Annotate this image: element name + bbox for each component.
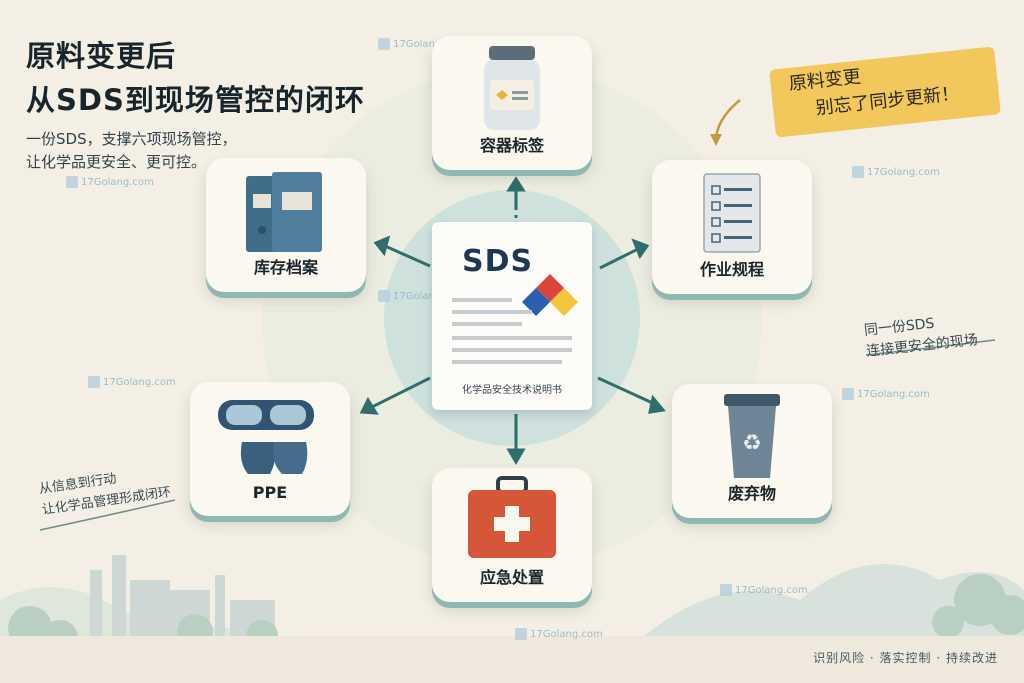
watermark-icon — [852, 166, 864, 178]
subtitle-line-1: 一份SDS，支撑六项现场管控， — [26, 130, 237, 148]
sds-content-icon — [452, 274, 578, 364]
page-title: 原料变更后 从SDS到现场管控的闭环 — [26, 34, 365, 122]
watermark-icon — [720, 584, 732, 596]
watermark: 17Golang.com — [842, 388, 930, 400]
page-subtitle: 一份SDS，支撑六项现场管控， 让化学品更安全、更可控。 — [26, 128, 237, 174]
watermark: 17Golang.com — [720, 584, 808, 596]
watermark: 17Golang.com — [66, 176, 154, 188]
card-container-label[interactable]: 容器标签 — [432, 36, 592, 170]
recycle-bin-icon: ♻ — [724, 394, 780, 478]
watermark: 17Golang.com — [378, 290, 466, 302]
card-waste-label: 废弃物 — [727, 484, 776, 503]
binder-icon — [246, 172, 322, 252]
arrow-waste — [597, 376, 658, 407]
watermark-icon — [378, 38, 390, 50]
arrow-inventory — [384, 244, 431, 268]
card-operating-procedure[interactable]: 作业规程 — [652, 160, 812, 294]
watermark-icon — [842, 388, 854, 400]
watermark: 17Golang.com — [852, 166, 940, 178]
watermark: 17Golang.com — [88, 376, 176, 388]
card-ppe-label: PPE — [252, 483, 288, 502]
svg-text:♻: ♻ — [742, 431, 762, 456]
card-emergency-label: 应急处置 — [479, 568, 544, 587]
sds-caption: 化学品安全技术说明书 — [462, 385, 562, 396]
card-procedure-label: 作业规程 — [699, 260, 764, 279]
footer-tagline: 识别风险 · 落实控制 · 持续改进 — [813, 651, 998, 665]
watermark: 17Golang.com — [378, 38, 466, 50]
card-inventory-records[interactable]: 库存档案 — [206, 158, 366, 292]
subtitle-line-2: 让化学品更安全、更可控。 — [26, 153, 207, 171]
watermark: 17Golang.com — [515, 628, 603, 640]
card-ppe[interactable]: PPE — [190, 382, 350, 516]
card-emergency[interactable]: 应急处置 — [432, 468, 592, 602]
card-inventory-label: 库存档案 — [253, 258, 318, 277]
watermark-icon — [88, 376, 100, 388]
watermark-icon — [378, 290, 390, 302]
jar-icon — [484, 46, 540, 130]
card-waste[interactable]: ♻ 废弃物 — [672, 384, 832, 518]
arrow-ppe — [371, 376, 431, 409]
card-container-label-text: 容器标签 — [479, 136, 544, 155]
goggles-gloves-icon — [218, 400, 314, 474]
watermark-icon — [66, 176, 78, 188]
watermark-icon — [515, 628, 527, 640]
first-aid-kit-icon — [468, 476, 556, 558]
sds-title: SDS — [462, 244, 534, 279]
title-line-1: 原料变更后 — [26, 39, 177, 73]
sds-document[interactable]: SDS 化学品安全技术说明书 — [432, 222, 592, 410]
title-line-2: 从SDS到现场管控的闭环 — [26, 83, 365, 117]
checklist-icon — [703, 173, 761, 253]
arrow-procedure — [599, 247, 639, 270]
